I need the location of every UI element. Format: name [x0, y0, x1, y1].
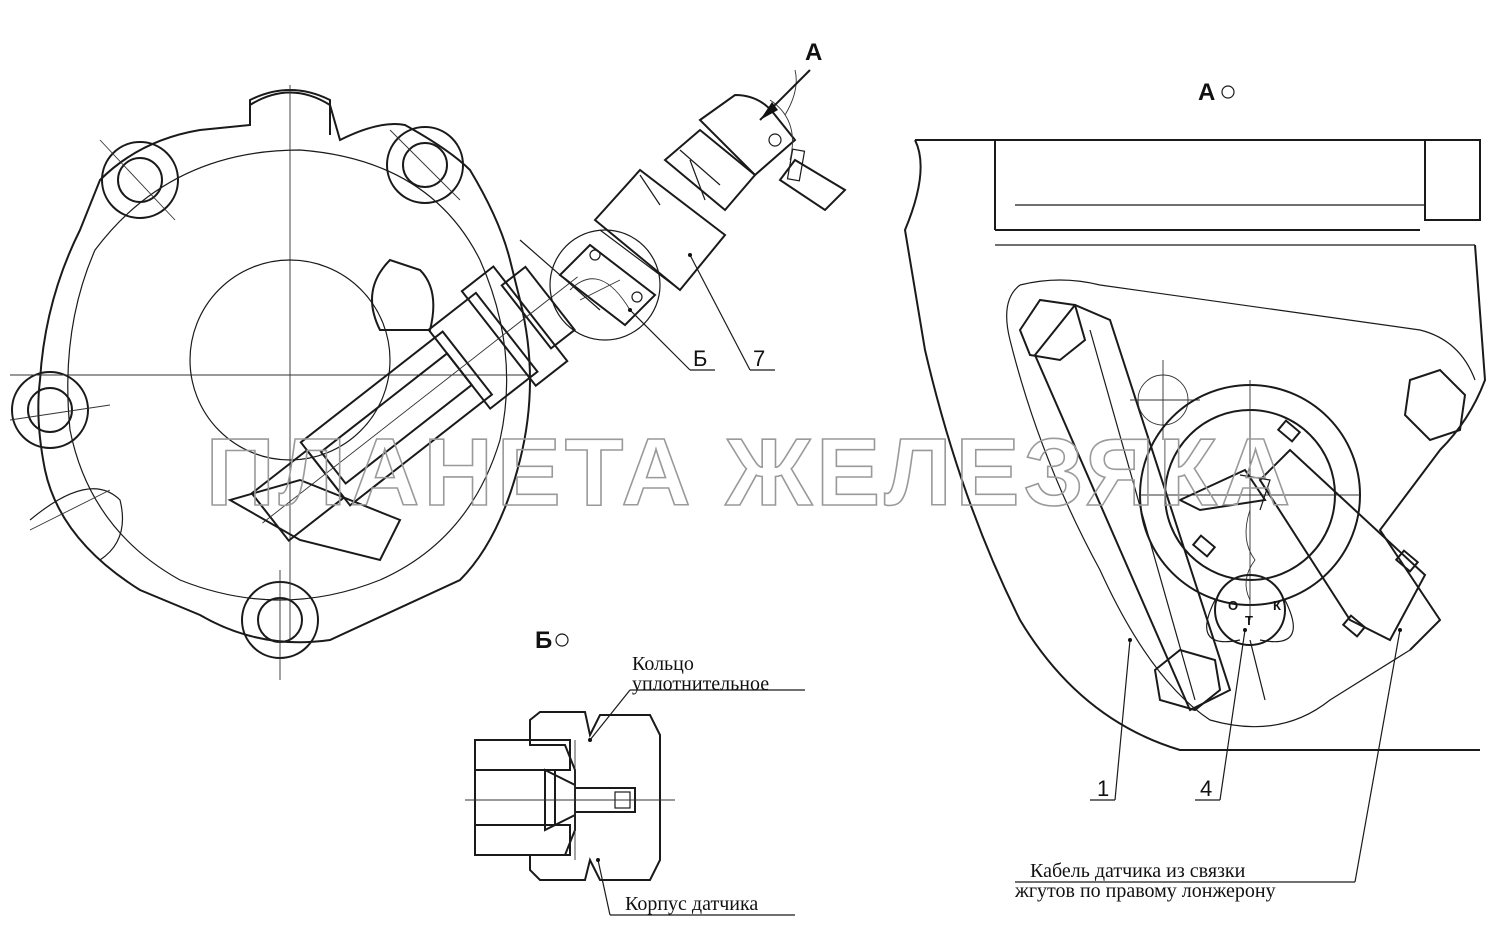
sensor-shaft-section [250, 265, 578, 543]
detail-circle-b [549, 229, 661, 341]
detail-b-section [465, 711, 675, 881]
callout-1-label: 1 [1097, 776, 1109, 801]
seal-tag: О Т К [1206, 574, 1294, 701]
body-note-text: Корпус датчика [625, 893, 758, 915]
seal-letter-t: Т [1245, 613, 1253, 628]
callout-1: 1 [1090, 638, 1132, 801]
view-arrow-a: А [759, 39, 822, 121]
callout-b: Б [628, 308, 715, 371]
body-note: Корпус датчика [596, 858, 795, 916]
callout-7-label: 7 [753, 346, 765, 371]
ring-note: Кольцо уплотнительное [588, 653, 805, 742]
bolt-boss-bottom [241, 570, 319, 680]
bolt-boss-top-right [386, 126, 464, 204]
ring-note-line2: уплотнительное [632, 673, 769, 695]
cable-note-line1: Кабель датчика из связки [1030, 860, 1246, 882]
seal-letter-o: О [1228, 598, 1238, 613]
watermark: ПЛАНЕТА ЖЕЛЕЗЯКА [206, 419, 1295, 526]
view-b-letter: Б [535, 627, 552, 654]
ring-note-line1: Кольцо [632, 653, 694, 675]
view-b-title: Б [535, 627, 569, 654]
bolt-boss-top-left [99, 139, 179, 221]
main-view-housing [9, 85, 531, 680]
view-a-letter: А [1198, 79, 1215, 106]
callout-b-label: Б [693, 346, 707, 371]
sensor-connector-7 [593, 69, 847, 292]
view-a-title: А [1198, 79, 1235, 106]
callout-4-label: 4 [1200, 776, 1212, 801]
sensor-nut [558, 243, 657, 327]
callout-cable: Кабель датчика из связки жгутов по право… [1014, 628, 1402, 902]
arrow-a-label: А [805, 39, 822, 66]
callout-7: 7 [688, 253, 775, 371]
callout-4: 4 [1195, 628, 1247, 801]
bolt-boss-left [9, 371, 111, 449]
cable-note-line2: жгутов по правому лонжерону [1014, 880, 1276, 902]
seal-letter-k: К [1273, 598, 1281, 613]
view-a-housing [903, 139, 1487, 751]
